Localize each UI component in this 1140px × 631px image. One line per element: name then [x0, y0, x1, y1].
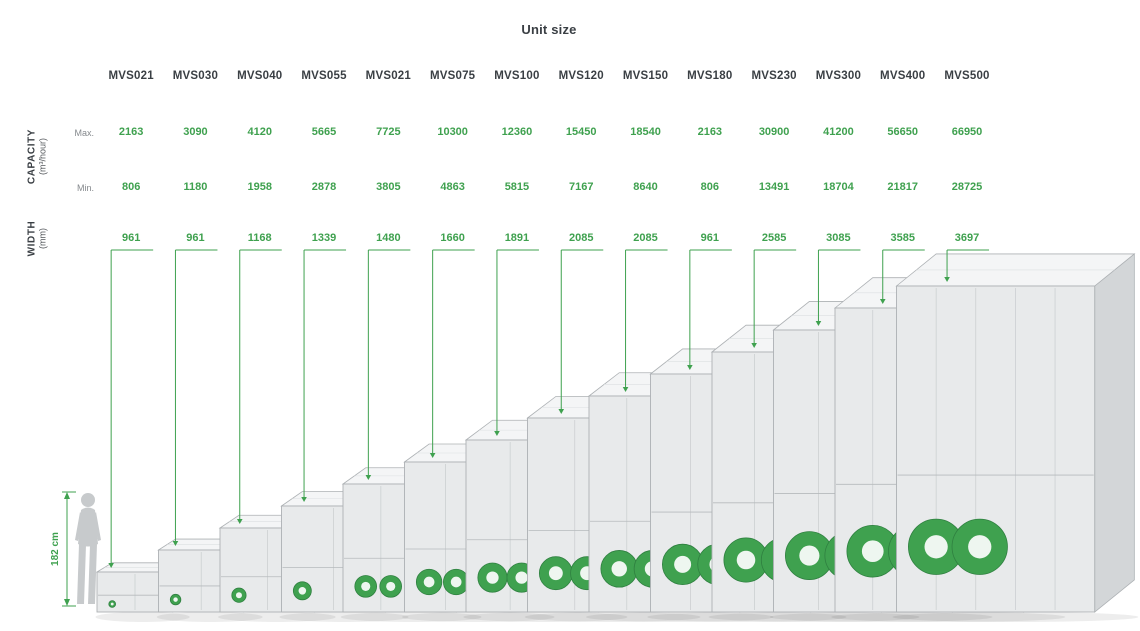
model-label: MVS055 — [301, 70, 347, 82]
person-height-label: 182 cm — [50, 532, 61, 566]
capacity-max-value: 12360 — [501, 126, 533, 138]
width-values-row: 961 961 1168 1339 1480 1660 1891 2085 2085 961 258… — [99, 232, 999, 244]
capacity-min-value: 7167 — [568, 181, 594, 193]
capacity-min-value: 21817 — [887, 181, 918, 193]
width-value: 1660 — [440, 232, 465, 244]
capacity-min-value: 5815 — [504, 181, 530, 193]
width-indicator-line — [944, 249, 990, 282]
width-value: 1339 — [311, 232, 337, 244]
model-label: MVS075 — [429, 70, 476, 82]
width-value: 2085 — [568, 232, 594, 244]
capacity-max-value: 30900 — [758, 126, 790, 138]
model-label: MVS300 — [815, 70, 862, 82]
model-label: MVS120 — [558, 70, 604, 82]
capacity-min-value: 1958 — [247, 181, 272, 193]
width-value: 961 — [121, 232, 141, 244]
width-indicator-line — [429, 249, 475, 458]
model-header-row: MVS021 MVS030 MVS040 MVS055 MVS021 MVS075 MVS1… — [99, 70, 999, 82]
width-indicator-line — [365, 249, 411, 480]
model-label: MVS100 — [494, 70, 540, 82]
model-label: MVS500 — [944, 70, 990, 82]
capacity-max-value: 7725 — [376, 126, 401, 138]
width-indicator-line — [622, 249, 668, 392]
model-label: MVS230 — [751, 70, 797, 82]
width-indicator-line — [172, 249, 218, 546]
capacity-max-value: 2163 — [697, 126, 723, 138]
width-indicator-line — [815, 249, 861, 326]
model-label: MVS040 — [237, 70, 283, 82]
capacity-max-row: 2163 3090 4120 5665 7725 10300 12360 15450 18540… — [99, 126, 999, 138]
width-indicator-line — [879, 249, 925, 304]
width-indicator-line — [558, 249, 604, 414]
capacity-min-value: 1180 — [183, 181, 208, 193]
width-indicator-line — [751, 249, 797, 348]
max-row-label: Max. — [74, 128, 94, 138]
model-label: MVS400 — [880, 70, 926, 82]
capacity-max-value: 2163 — [118, 126, 144, 138]
capacity-max-value: 15450 — [565, 126, 597, 138]
capacity-max-value: 56650 — [887, 126, 918, 138]
height-measure: 182 cm — [50, 491, 76, 607]
capacity-max-value: 4120 — [247, 126, 272, 138]
capacity-min-value: 3805 — [376, 181, 401, 193]
person-silhouette — [75, 493, 101, 604]
width-value: 1891 — [504, 232, 530, 244]
capacity-max-value: 5665 — [311, 126, 337, 138]
model-label: MVS021 — [108, 70, 154, 82]
width-value: 961 — [186, 232, 205, 244]
unit-illustration — [892, 253, 1139, 622]
width-value: 3585 — [890, 232, 915, 244]
capacity-min-row: 806 1180 1958 2878 3805 4863 5815 7167 8640 806 13… — [99, 181, 999, 193]
diagram-title: Unit size — [521, 22, 577, 37]
capacity-max-value: 10300 — [437, 126, 468, 138]
width-value: 3085 — [826, 232, 851, 244]
width-value: 2085 — [633, 232, 658, 244]
capacity-min-value: 8640 — [633, 181, 658, 193]
capacity-max-value: 41200 — [823, 126, 854, 138]
width-indicator-line — [687, 249, 732, 370]
min-row-label: Min. — [76, 183, 94, 193]
width-indicator-line — [236, 249, 282, 524]
model-label: MVS030 — [172, 70, 219, 82]
width-value: 2585 — [761, 232, 787, 244]
width-indicator-line — [301, 249, 347, 502]
model-label: MVS150 — [622, 70, 669, 82]
capacity-min-value: 18704 — [823, 181, 854, 193]
capacity-max-value: 3090 — [183, 126, 208, 138]
width-value: 3697 — [954, 232, 980, 244]
capacity-min-value: 2878 — [311, 181, 337, 193]
capacity-min-value: 13491 — [758, 181, 790, 193]
width-value: 1480 — [376, 232, 401, 244]
model-label: MVS180 — [687, 70, 733, 82]
capacity-min-value: 28725 — [951, 181, 983, 193]
width-indicator-line — [494, 249, 539, 436]
width-indicator-line — [108, 249, 154, 568]
model-label: MVS021 — [365, 70, 411, 82]
capacity-max-value: 66950 — [951, 126, 983, 138]
capacity-min-value: 806 — [121, 181, 141, 193]
capacity-max-value: 18540 — [630, 126, 661, 138]
capacity-min-value: 4863 — [440, 181, 465, 193]
width-value: 961 — [700, 232, 719, 244]
width-value: 1168 — [247, 232, 272, 244]
capacity-min-value: 806 — [700, 181, 719, 193]
